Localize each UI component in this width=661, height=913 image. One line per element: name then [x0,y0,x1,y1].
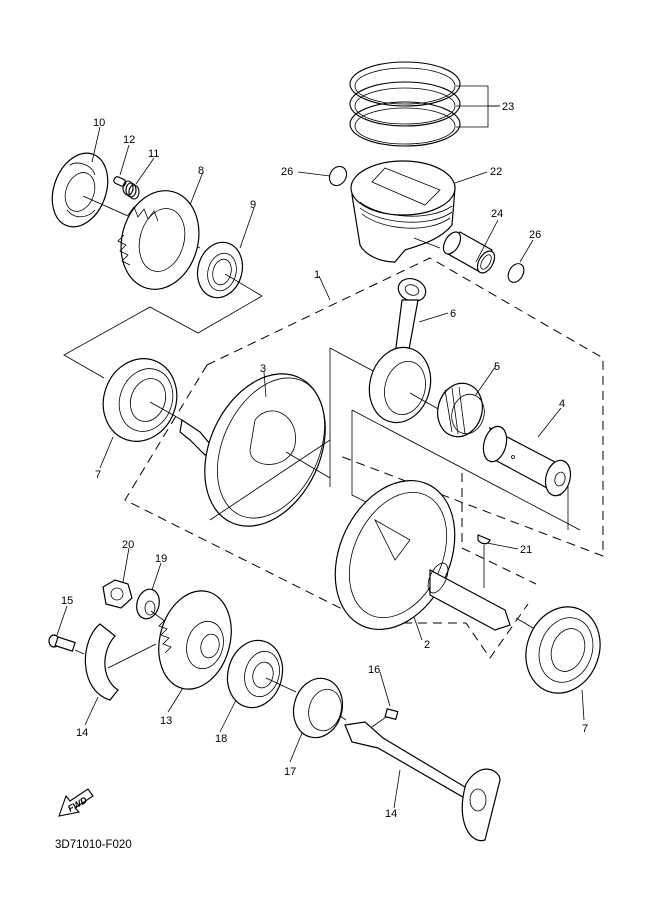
callout-2: 2 [424,639,430,651]
ball-bearing[interactable] [220,634,290,714]
callout-21: 20 [122,539,134,551]
fwd-arrow-icon: FWD [58,788,94,817]
plate[interactable] [43,145,118,234]
straight-key[interactable] [384,708,399,721]
crank-2[interactable] [312,461,511,649]
callout-20: 19 [155,553,167,565]
callout-10: 10 [93,117,105,129]
piston[interactable] [350,160,456,263]
callout-26-left: 26 [281,166,293,178]
callout-8: 8 [198,165,204,177]
piston-ring-set[interactable] [349,61,500,147]
callout-1: 1 [314,269,320,281]
callout-7-left: 7 [95,469,101,481]
callout-25: 24 [491,208,503,220]
drawing-code: 3D71010-F020 [55,839,132,851]
crank-pin[interactable] [480,424,575,499]
callout-11: 11 [148,148,159,160]
callout-23: 22 [490,166,502,178]
circlip-right[interactable] [505,261,527,285]
pin[interactable] [113,176,127,187]
bolt[interactable] [48,634,76,652]
piston-pin[interactable] [440,229,498,276]
callout-24: 23 [502,101,514,113]
callout-7-right: 7 [582,723,588,735]
bearing-right[interactable] [514,596,612,703]
callout-16: 15 [61,595,73,607]
callout-4: 4 [559,398,565,410]
collar-bearing[interactable] [192,237,249,302]
callout-22: 21 [520,544,532,556]
callout-12: 12 [123,134,135,146]
nut[interactable] [102,579,133,609]
callout-5: 5 [494,361,500,373]
gear[interactable] [110,182,209,298]
balancer-drive-gear[interactable] [148,583,241,698]
crankshaft-assembly-outline [206,257,604,557]
callout-6: 6 [450,308,456,320]
needle-bearing[interactable] [432,378,489,442]
crank-1[interactable] [179,354,349,545]
lock-washer[interactable] [133,587,162,622]
bearing-left[interactable] [92,348,188,452]
callout-17: 17 [284,766,296,778]
callout-13: 13 [160,715,172,727]
leader-lines [56,105,585,809]
circlip-left[interactable] [326,163,350,188]
callout-18: 18 [215,733,227,745]
callout-14: 14 [385,808,397,820]
callout-26-right: 26 [529,229,541,241]
connecting-rod[interactable] [361,275,439,430]
callout-9: 9 [250,199,256,211]
woodruff-key[interactable] [477,534,491,545]
callout-19: 16 [368,664,380,676]
roller-bearing[interactable] [287,673,349,743]
callout-3: 3 [260,363,266,375]
balancer-weight[interactable] [84,623,119,701]
spring[interactable] [122,180,140,200]
callout-15: 14 [76,727,88,739]
balancer-shaft[interactable] [344,721,501,842]
